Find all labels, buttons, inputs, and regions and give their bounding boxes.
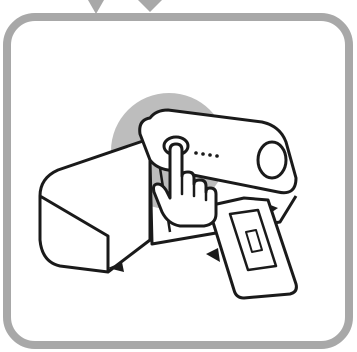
top-partial-shape bbox=[88, 0, 162, 14]
port-circle bbox=[258, 142, 286, 178]
